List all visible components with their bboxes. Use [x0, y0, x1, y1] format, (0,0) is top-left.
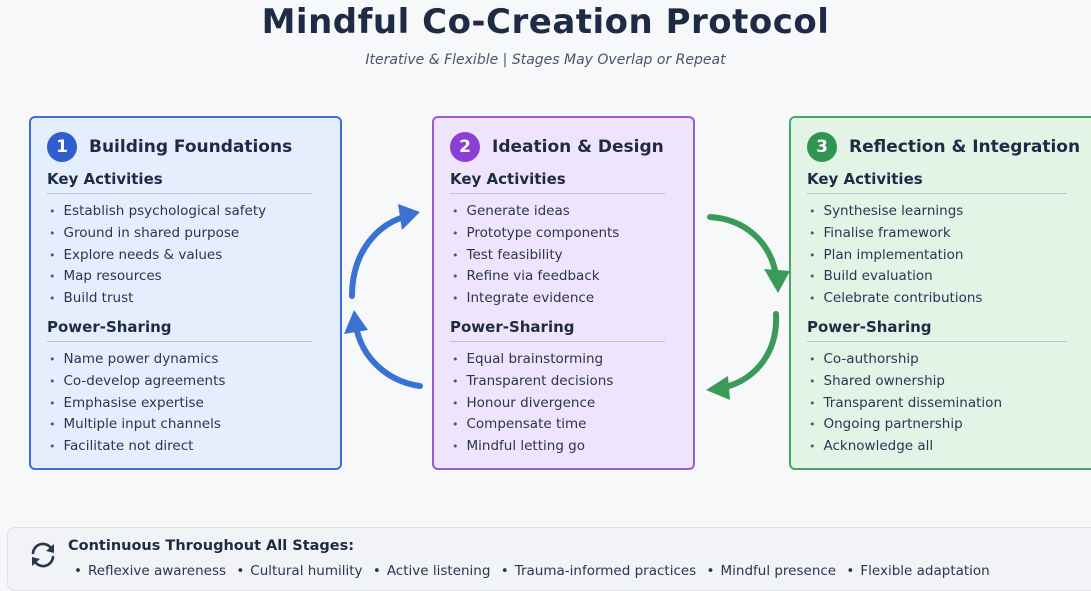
power-sharing-heading: Power-Sharing: [807, 318, 1067, 342]
stage-card-ideation-design: 2 Ideation & Design Key Activities Gener…: [432, 116, 695, 470]
list-item: Ground in shared purpose: [47, 223, 326, 245]
stage-number-badge: 3: [807, 132, 837, 162]
list-item: Name power dynamics: [47, 349, 326, 371]
key-activities-heading: Key Activities: [47, 170, 312, 194]
forward-arrow-green-icon: [707, 214, 790, 293]
key-activities-heading: Key Activities: [450, 170, 665, 194]
list-item: Integrate evidence: [450, 288, 679, 310]
power-sharing-list: Equal brainstorming Transparent decision…: [450, 349, 679, 458]
list-item: Emphasise expertise: [47, 393, 326, 415]
list-item: Establish psychological safety: [47, 201, 326, 223]
key-activities-heading: Key Activities: [807, 170, 1067, 194]
stage-number-badge: 2: [450, 132, 480, 162]
power-sharing-list: Co-authorship Shared ownership Transpare…: [807, 349, 1091, 458]
list-item: Synthesise learnings: [807, 201, 1091, 223]
practice-item: Mindful presence: [720, 563, 837, 579]
stage-header: 2 Ideation & Design: [450, 132, 679, 162]
forward-arrow-blue-icon: [349, 204, 420, 299]
list-item: Facilitate not direct: [47, 436, 326, 458]
power-sharing-heading: Power-Sharing: [450, 318, 665, 342]
list-item: Refine via feedback: [450, 266, 679, 288]
list-item: Test feasibility: [450, 245, 679, 267]
stage-header: 3 Reflection & Integration: [807, 132, 1091, 162]
list-item: Honour divergence: [450, 393, 679, 415]
list-item: Transparent dissemination: [807, 393, 1091, 415]
stage-card-building-foundations: 1 Building Foundations Key Activities Es…: [29, 116, 342, 470]
list-item: Shared ownership: [807, 371, 1091, 393]
stage-title: Building Foundations: [89, 137, 293, 157]
list-item: Finalise framework: [807, 223, 1091, 245]
list-item: Co-develop agreements: [47, 371, 326, 393]
continuous-practices-title: Continuous Throughout All Stages:: [68, 538, 355, 554]
list-item: Equal brainstorming: [450, 349, 679, 371]
page-subtitle: Iterative & Flexible | Stages May Overla…: [365, 52, 726, 68]
list-item: Ongoing partnership: [807, 414, 1091, 436]
stage-title: Ideation & Design: [492, 137, 664, 157]
list-item: Co-authorship: [807, 349, 1091, 371]
practice-item: Flexible adaptation: [860, 563, 990, 579]
list-item: Acknowledge all: [807, 436, 1091, 458]
list-item: Multiple input channels: [47, 414, 326, 436]
sync-icon: [31, 542, 55, 568]
power-sharing-list: Name power dynamics Co-develop agreement…: [47, 349, 326, 458]
list-item: Build evaluation: [807, 266, 1091, 288]
stage-number-badge: 1: [47, 132, 77, 162]
list-item: Map resources: [47, 266, 326, 288]
practice-item: Trauma-informed practices: [514, 563, 697, 579]
list-item: Mindful letting go: [450, 436, 679, 458]
practice-item: Active listening: [386, 563, 491, 579]
list-item: Explore needs & values: [47, 245, 326, 267]
list-item: Plan implementation: [807, 245, 1091, 267]
page-title: Mindful Co-Creation Protocol: [261, 2, 830, 42]
list-item: Transparent decisions: [450, 371, 679, 393]
key-activities-list: Establish psychological safety Ground in…: [47, 201, 326, 310]
list-item: Compensate time: [450, 414, 679, 436]
list-item: Celebrate contributions: [807, 288, 1091, 310]
stage-header: 1 Building Foundations: [47, 132, 326, 162]
power-sharing-heading: Power-Sharing: [47, 318, 312, 342]
key-activities-list: Synthesise learnings Finalise framework …: [807, 201, 1091, 310]
practice-item: Reflexive awareness: [87, 563, 227, 579]
back-arrow-green-icon: [706, 311, 780, 400]
stage-title: Reflection & Integration: [849, 137, 1081, 157]
practice-item: Cultural humility: [250, 563, 363, 579]
continuous-practices-list: •Reflexive awareness •Cultural humility …: [74, 563, 990, 579]
stage-card-reflection-integration: 3 Reflection & Integration Key Activitie…: [789, 116, 1091, 470]
continuous-practices-panel: Continuous Throughout All Stages: •Refle…: [7, 527, 1091, 591]
list-item: Generate ideas: [450, 201, 679, 223]
list-item: Prototype components: [450, 223, 679, 245]
key-activities-list: Generate ideas Prototype components Test…: [450, 201, 679, 310]
back-arrow-blue-icon: [344, 310, 423, 389]
list-item: Build trust: [47, 288, 326, 310]
